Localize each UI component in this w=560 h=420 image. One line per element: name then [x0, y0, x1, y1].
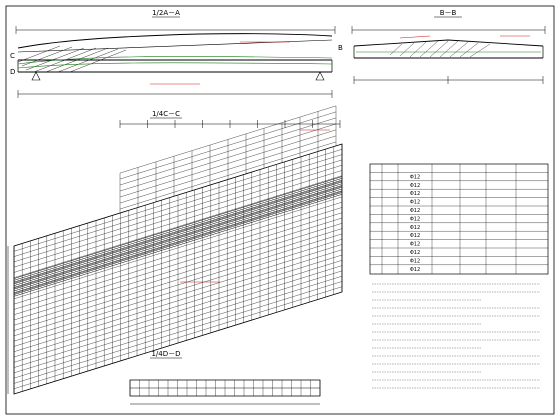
- mesh-longitudinal-bar: [13, 170, 343, 273]
- mesh-longitudinal-bar: [13, 201, 343, 305]
- upper-panel-bar: [119, 141, 337, 210]
- mesh-longitudinal-bar: [13, 223, 343, 326]
- table-cell: Φ12: [410, 174, 420, 180]
- band-bar: [13, 178, 343, 281]
- table-cell: Φ12: [410, 200, 420, 206]
- table-cell: Φ12: [410, 225, 420, 231]
- mesh-longitudinal-bar: [13, 286, 343, 389]
- view-b-b: B－B: [351, 9, 546, 84]
- mesh-longitudinal-bar: [13, 260, 343, 363]
- mesh-longitudinal-bar: [13, 149, 343, 252]
- table-cell: Φ12: [410, 267, 420, 273]
- mesh-longitudinal-bar: [13, 249, 343, 352]
- band-bar: [13, 190, 343, 294]
- upper-panel-bar: [119, 129, 337, 198]
- upper-panel-bar: [119, 135, 337, 204]
- mesh-longitudinal-bar: [13, 191, 343, 294]
- table-cell: Φ12: [410, 208, 420, 214]
- mesh-longitudinal-bar: [13, 233, 343, 337]
- dense-rebar-band: [13, 176, 343, 297]
- mesh-longitudinal-bar: [13, 281, 343, 384]
- mesh-longitudinal-bar: [13, 196, 343, 300]
- mesh-longitudinal-bar: [13, 143, 343, 247]
- section-mark-b: B: [338, 44, 343, 52]
- band-bar: [13, 176, 343, 279]
- band-bar: [13, 194, 343, 297]
- section-mark-d: D: [10, 68, 15, 76]
- band-bar: [13, 183, 343, 286]
- band-bar: [13, 188, 343, 292]
- mesh-longitudinal-bar: [13, 217, 343, 321]
- view-a-a: 1/2A－A C D B: [10, 9, 343, 98]
- upper-panel-bar: [119, 105, 337, 174]
- view-d-d: 1/4D－D: [129, 350, 321, 405]
- band-bar: [13, 186, 343, 290]
- view-a-title: 1/2A－A: [152, 9, 180, 17]
- mesh-longitudinal-bar: [13, 207, 343, 310]
- rebar-mesh: [13, 105, 343, 395]
- mesh-longitudinal-bar: [13, 270, 343, 374]
- mesh-longitudinal-bar: [13, 186, 343, 289]
- band-bar: [13, 181, 343, 285]
- mesh-longitudinal-bar: [13, 175, 343, 278]
- d-d-rebar-lines: [129, 380, 321, 396]
- band-bar: [13, 179, 343, 283]
- sheet-border: [5, 5, 555, 415]
- upper-panel-bar: [119, 117, 337, 186]
- section-mark-c: C: [10, 52, 15, 60]
- mesh-longitudinal-bar: [13, 212, 343, 315]
- view-c-c: 1/4C－C: [7, 105, 343, 395]
- table-cell: Φ12: [410, 191, 420, 197]
- mesh-longitudinal-bar: [13, 265, 343, 368]
- table-cell: Φ12: [410, 258, 420, 264]
- mesh-longitudinal-bar: [13, 228, 343, 331]
- mesh-longitudinal-bar: [13, 180, 343, 284]
- mesh-longitudinal-bar: [13, 244, 343, 347]
- band-bar: [13, 185, 343, 288]
- view-c-title: 1/4C－C: [152, 110, 180, 118]
- table-grid: [370, 164, 548, 274]
- notes-placeholder-lines: [372, 283, 540, 389]
- mesh-longitudinal-bar: [13, 291, 343, 395]
- mesh-longitudinal-bar: [13, 254, 343, 358]
- table-cell: Φ12: [410, 233, 420, 239]
- table-cell: Φ12: [410, 250, 420, 256]
- mesh-longitudinal-bar: [13, 164, 343, 268]
- mesh-longitudinal-bar: [13, 275, 343, 379]
- upper-panel-bar: [119, 123, 337, 192]
- band-bar: [13, 192, 343, 295]
- mesh-longitudinal-bar: [13, 154, 343, 257]
- view-b-title: B－B: [440, 9, 457, 17]
- table-cell: Φ12: [410, 242, 420, 248]
- view-d-title: 1/4D－D: [151, 350, 180, 358]
- upper-panel-bar: [119, 111, 337, 180]
- top-dimension-ticks: [119, 120, 341, 128]
- table-cell: Φ12: [410, 216, 420, 222]
- mesh-longitudinal-bar: [13, 238, 343, 342]
- table-cell: Φ12: [410, 183, 420, 189]
- notes-block: [372, 283, 540, 389]
- mesh-longitudinal-bar: [13, 159, 343, 263]
